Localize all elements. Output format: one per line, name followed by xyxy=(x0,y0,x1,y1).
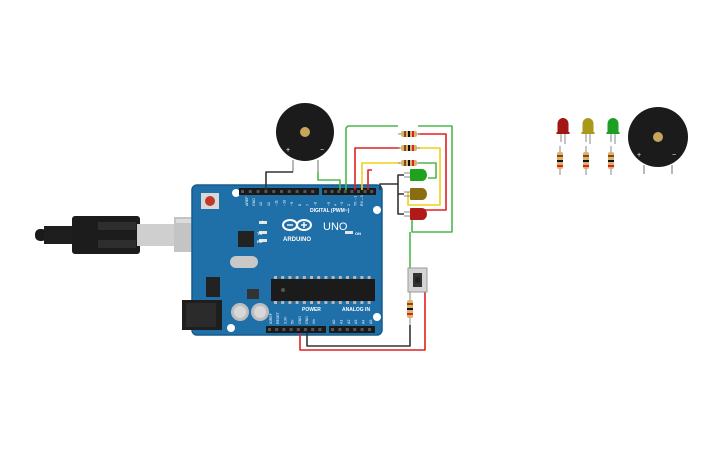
palette-resistor[interactable] xyxy=(557,146,563,175)
resistor[interactable] xyxy=(398,145,420,151)
digital-pin-label: RX←0 xyxy=(360,195,364,206)
atmega-chip xyxy=(271,276,375,304)
digital-pin-label: 4 xyxy=(334,204,338,206)
wire-red-5v[interactable] xyxy=(299,292,426,351)
brand-label: ARDUINO xyxy=(283,237,311,243)
palette-led[interactable] xyxy=(606,118,620,144)
wire-red-pin[interactable] xyxy=(367,169,372,190)
buzzer-plus-label: + xyxy=(286,147,290,154)
wire-black-led3[interactable] xyxy=(397,194,404,215)
digital-pin-label: TX→1 xyxy=(353,196,357,206)
rx-label: RX xyxy=(257,239,263,244)
wire-black-led2[interactable] xyxy=(397,184,404,195)
wire-green-r1[interactable] xyxy=(345,125,398,190)
digital-header-right[interactable] xyxy=(322,188,376,195)
push-button[interactable] xyxy=(407,267,428,293)
power-pin-label: RESET xyxy=(276,311,280,324)
pulldown-resistor[interactable] xyxy=(407,292,413,325)
digital-pin-label: 13 xyxy=(259,202,263,206)
digital-pin-label: ~11 xyxy=(275,200,279,206)
palette-buzzer-minus-label: − xyxy=(672,152,676,159)
l-label: L xyxy=(262,219,265,224)
digital-label: DIGITAL (PWM~) xyxy=(310,208,350,214)
led[interactable] xyxy=(404,169,427,181)
digital-pin-label: ~9 xyxy=(290,202,294,206)
wire-black-gnd-bottom[interactable] xyxy=(306,325,411,347)
digital-pin-label: 12 xyxy=(267,202,271,206)
analog-pin-label: A4 xyxy=(362,320,366,324)
power-pin-label: GND xyxy=(305,316,309,324)
power-pin-label: 5V xyxy=(291,319,295,324)
resistor[interactable] xyxy=(398,131,420,137)
palette-buzzer-plus-label: + xyxy=(637,152,641,159)
wire-black-buzzer-gnd[interactable] xyxy=(265,171,293,190)
palette-resistor[interactable] xyxy=(583,146,589,175)
digital-header-left[interactable] xyxy=(239,188,319,195)
palette-led[interactable] xyxy=(581,118,595,144)
digital-pin-label: 2 xyxy=(347,204,351,206)
header-label: GND xyxy=(252,198,256,206)
digital-pin-label: 8 xyxy=(298,204,302,206)
wire-black-led-gnd[interactable] xyxy=(379,174,404,190)
palette-resistor[interactable] xyxy=(608,146,614,175)
analog-pin-label: A3 xyxy=(354,320,358,324)
wire-green-right[interactable] xyxy=(411,125,453,233)
wire-red-r2[interactable] xyxy=(354,147,400,190)
analog-pin-label: A1 xyxy=(339,320,343,324)
wire-yellow-r3[interactable] xyxy=(361,162,400,190)
palette-led[interactable] xyxy=(556,118,570,144)
wire-yellow-right[interactable] xyxy=(407,147,441,206)
power-pin-label: Vin xyxy=(312,319,316,324)
reset-button[interactable] xyxy=(201,193,219,209)
header-label: AREF xyxy=(245,196,249,206)
palette-buzzer[interactable]: + − xyxy=(628,107,688,174)
usb-chip xyxy=(238,231,254,247)
on-label: ON xyxy=(355,231,361,236)
buzzer-minus-label: − xyxy=(320,147,324,154)
arduino-uno-board[interactable]: L TX RX ON ARDUINO UNO DIGITAL (PWM~) PO… xyxy=(182,184,383,336)
led[interactable] xyxy=(404,188,427,200)
analog-pin-label: A5 xyxy=(369,320,373,324)
resistor[interactable] xyxy=(398,160,420,166)
wire-green-led[interactable] xyxy=(418,162,437,179)
power-label: POWER xyxy=(302,307,321,313)
tx-label: TX xyxy=(257,231,262,236)
digital-pin-label: ~10 xyxy=(282,200,286,206)
power-header[interactable] xyxy=(266,326,326,333)
analog-pin-label: A2 xyxy=(347,320,351,324)
piezo-buzzer[interactable]: + − xyxy=(276,103,334,172)
digital-pin-label: 7 xyxy=(306,204,310,206)
power-pin-label: 3.3V xyxy=(283,316,287,324)
arduino-logo: ARDUINO UNO xyxy=(282,219,348,243)
wire-red-right[interactable] xyxy=(418,133,447,211)
analog-label: ANALOG IN xyxy=(342,307,370,313)
power-pin-label: GND xyxy=(298,316,302,324)
digital-pin-label: ~6 xyxy=(314,202,318,206)
power-pin-label: IOREF xyxy=(269,312,273,324)
analog-pin-label: A0 xyxy=(332,320,336,324)
crystal xyxy=(230,256,258,268)
digital-pin-label: ~3 xyxy=(340,202,344,206)
model-label: UNO xyxy=(323,221,348,233)
analog-header[interactable] xyxy=(329,326,375,333)
digital-pin-label: ~5 xyxy=(327,202,331,206)
wire-green-buzzer[interactable] xyxy=(317,172,341,190)
led[interactable] xyxy=(404,208,427,220)
